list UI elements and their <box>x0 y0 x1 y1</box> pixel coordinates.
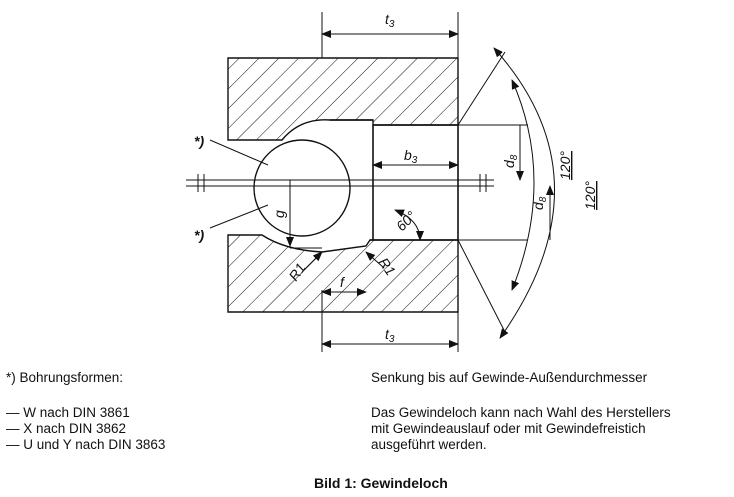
dim-120-inner-arc <box>511 79 535 291</box>
counterbore-outline <box>330 119 459 241</box>
dim-120-outer-arc <box>493 47 555 339</box>
note-thread-option-line2: mit Gewindeauslauf oder mit Gewindefreis… <box>371 421 646 436</box>
note-bore-form-uy: — U und Y nach DIN 3863 <box>6 437 166 452</box>
note-bore-form-w: — W nach DIN 3861 <box>6 405 130 420</box>
leader-r1-left <box>303 251 323 271</box>
note-thread-option-line1: Das Gewindeloch kann nach Wahl des Herst… <box>371 405 671 420</box>
leader-star-top <box>209 139 269 166</box>
label-star-bottom: *) <box>194 227 204 243</box>
technical-drawing-threaded-hole: t3 t3 b3 d8 d8 120° 120° 60° g f R1 R1 *… <box>186 11 598 352</box>
label-120-inner: 120° <box>557 151 573 180</box>
center-line <box>186 174 494 192</box>
dim-60-arc <box>394 209 424 241</box>
label-60: 60° <box>393 208 420 235</box>
note-thread-option-line3: ausgeführt werden. <box>371 437 487 452</box>
figure-caption: Bild 1: Gewindeloch <box>314 475 448 491</box>
note-countersink: Senkung bis auf Gewinde-Außendurchmesser <box>371 370 648 385</box>
label-t3-top: t3 <box>385 11 395 30</box>
leader-star-bottom <box>209 204 269 229</box>
upper-hatched-section <box>227 57 459 141</box>
label-f: f <box>340 274 346 290</box>
label-g: g <box>271 210 287 218</box>
label-t3-bottom: t3 <box>385 326 395 345</box>
label-120-outer: 120° <box>582 181 598 210</box>
label-d8-outer: d8 <box>530 196 549 210</box>
leader-r1-right <box>365 251 385 269</box>
label-b3: b3 <box>404 147 418 166</box>
label-d8-inner: d8 <box>501 154 520 168</box>
dimension-lines <box>209 30 555 348</box>
note-bore-form-x: — X nach DIN 3862 <box>6 421 127 436</box>
lower-hatched-section <box>227 234 459 313</box>
bore-circle <box>253 139 351 237</box>
label-star-top: *) <box>194 133 204 149</box>
note-bore-forms-heading: *) Bohrungsformen: <box>6 370 124 385</box>
